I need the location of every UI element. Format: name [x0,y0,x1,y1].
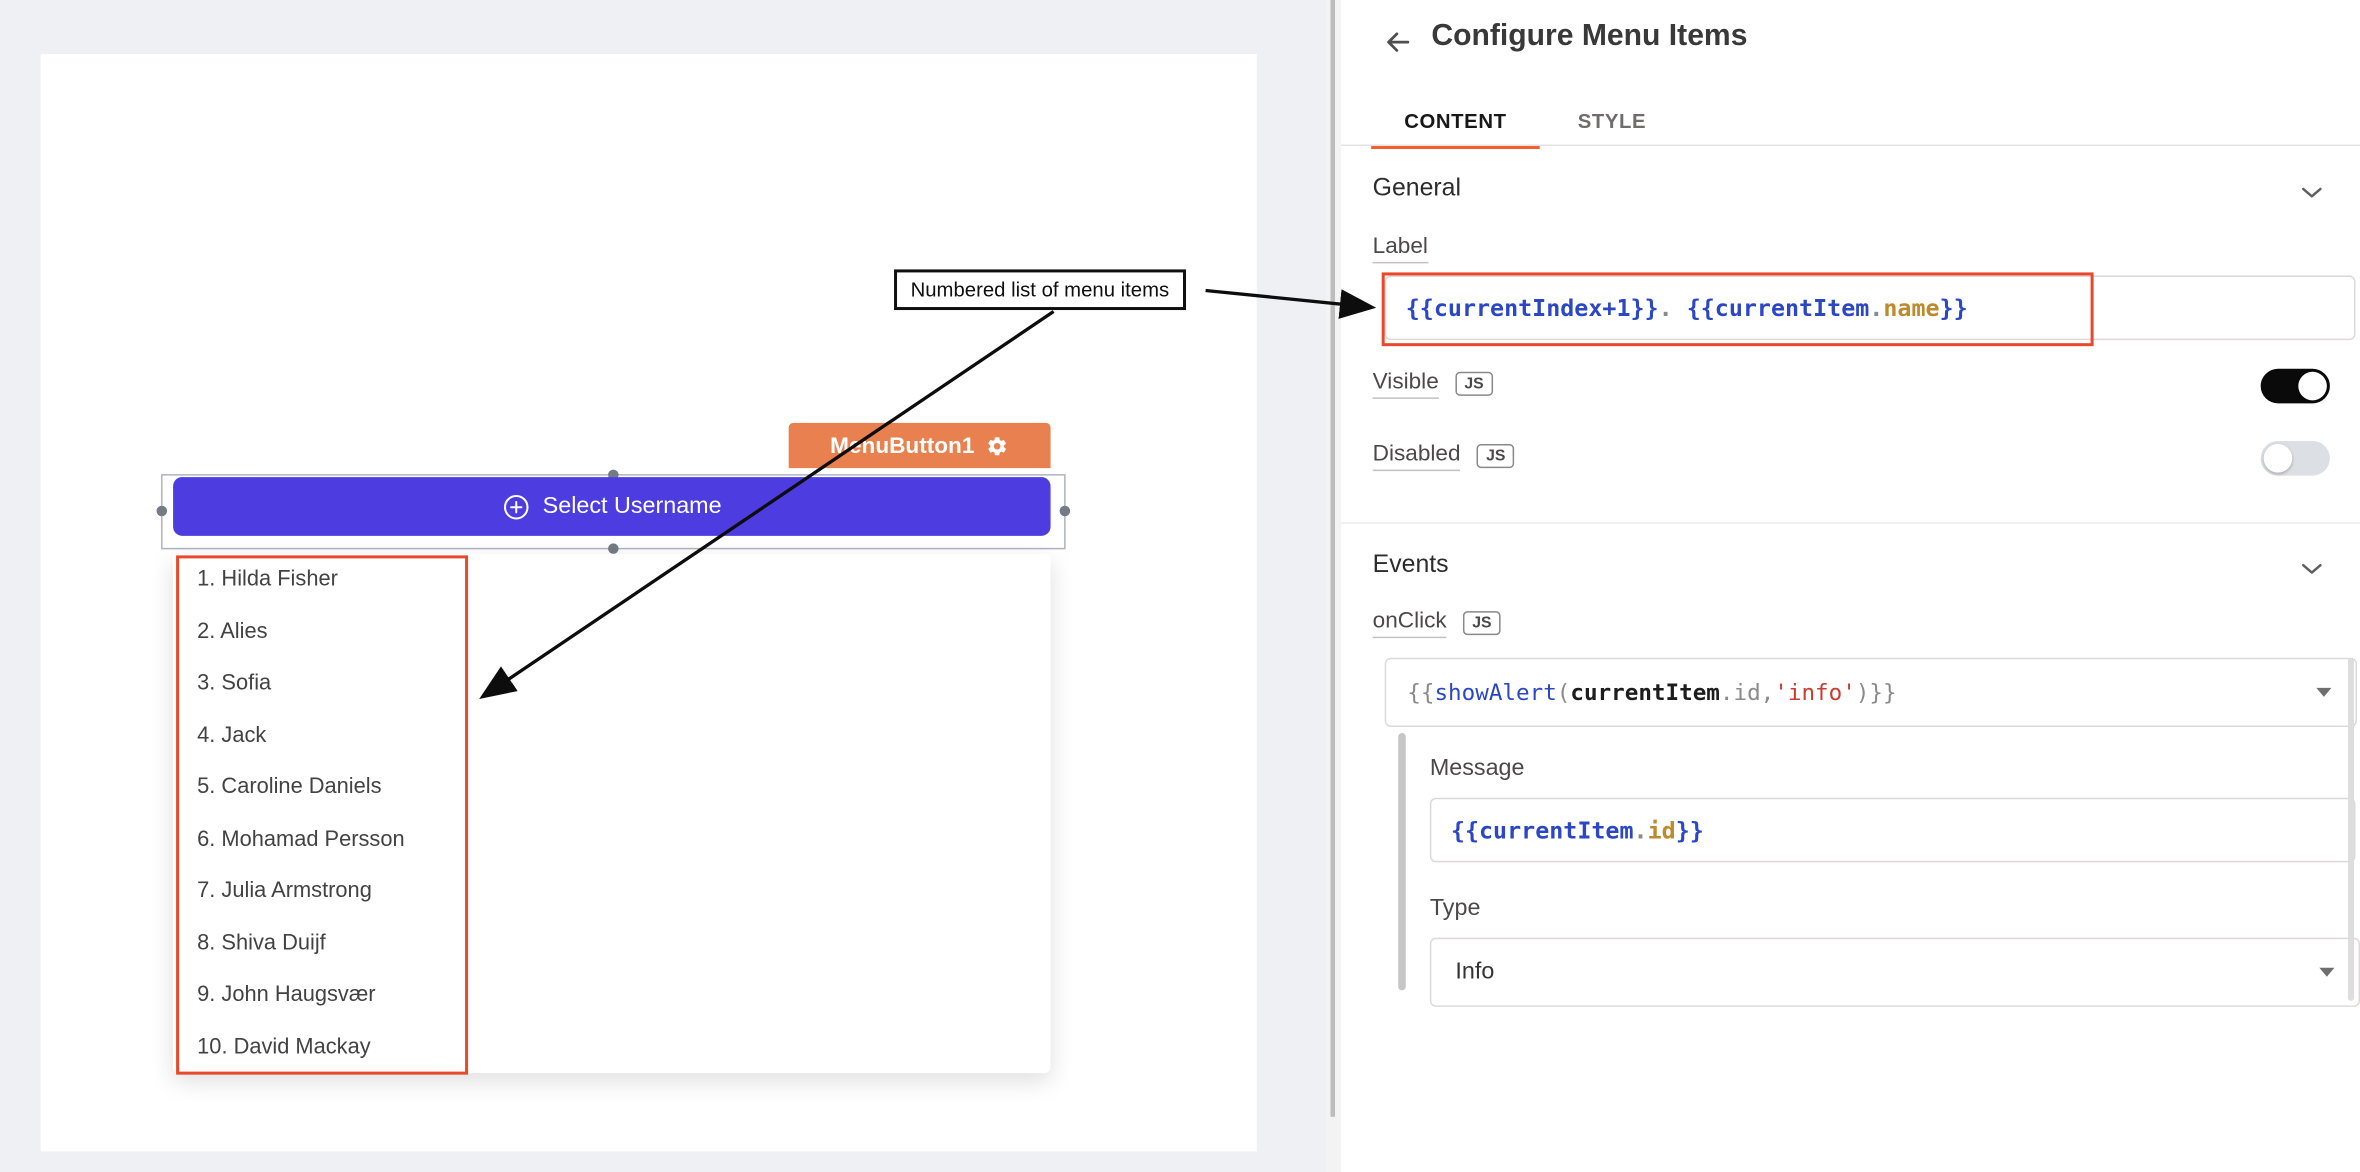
type-select[interactable]: Info [1429,937,2360,1007]
section-divider [1341,522,2360,524]
chevron-down-icon[interactable] [2298,555,2325,582]
menu-item[interactable]: 8. Shiva Duijf [197,931,326,956]
menu-item-list: 1. Hilda Fisher 2. Alies 3. Sofia 4. Jac… [173,554,1050,1073]
menu-item[interactable]: 10. David Mackay [197,1035,371,1060]
menu-item[interactable]: 5. Caroline Daniels [197,775,382,800]
onclick-code-value: {{showAlert(currentItem.id,'info')}} [1407,678,1897,706]
panel-scrollbar[interactable] [2347,657,2354,1001]
menu-item[interactable]: 9. John Haugsvær [197,983,376,1008]
menu-button[interactable]: Select Username [173,477,1051,536]
chevron-down-icon[interactable] [2298,179,2325,206]
menu-item[interactable]: 1. Hilda Fisher [197,567,338,592]
onclick-property-name: onClick [1372,608,1447,639]
message-code-value: {{currentItem.id}} [1450,816,1704,844]
back-arrow-icon[interactable] [1382,26,1415,59]
message-code-input[interactable]: {{currentItem.id}} [1429,797,2356,863]
tabs-divider [1341,144,2360,146]
tab-style[interactable]: STYLE [1561,96,1663,144]
dropdown-caret-icon [2319,967,2335,977]
canvas-area: MenuButton1 Select Username 1. Hilda Fis… [0,0,1326,1172]
property-pane: Configure Menu Items CONTENT STYLE Gener… [1341,0,2360,1172]
resize-handle-bottom[interactable] [608,543,619,554]
disabled-switch-knob [2263,444,2293,473]
menu-item[interactable]: 3. Sofia [197,671,272,696]
menu-item[interactable]: 7. Julia Armstrong [197,879,372,904]
visible-property-name: Visible [1372,369,1439,399]
message-property-name: Message [1429,755,1525,782]
section-general-heading: General [1372,174,1462,202]
resize-handle-right[interactable] [1059,505,1071,517]
visible-switch[interactable] [2260,368,2330,404]
visible-switch-knob [2298,371,2327,401]
onclick-js-toggle[interactable]: JS [1463,610,1501,636]
menu-button-label: Select Username [542,492,722,519]
menu-item[interactable]: 4. Jack [197,723,267,748]
dropdown-caret-icon [2316,687,2332,697]
pane-divider-line [1330,0,1336,1117]
label-property-name: Label [1372,233,1428,264]
onclick-action-select[interactable]: {{showAlert(currentItem.id,'info')}} [1384,657,2357,727]
gear-icon[interactable] [986,434,1009,457]
menu-item[interactable]: 6. Mohamad Persson [197,827,405,852]
section-events-heading: Events [1372,550,1449,578]
type-property-name: Type [1429,895,1481,922]
widget-name-label: MenuButton1 [830,432,975,459]
nested-options-indicator [1398,732,1406,991]
tab-content-label: CONTENT [1404,109,1507,132]
resize-handle-left[interactable] [156,505,168,517]
pane-title: Configure Menu Items [1431,19,1748,53]
plus-circle-icon [502,493,529,520]
type-select-value: Info [1455,958,1495,985]
annotation-text: Numbered list of menu items [910,278,1170,302]
disabled-property-name: Disabled [1372,441,1461,472]
annotation-note: Numbered list of menu items [894,269,1186,311]
label-code-value: {{currentIndex+1}}. {{currentItem.name}} [1405,294,1968,322]
disabled-js-toggle[interactable]: JS [1477,443,1515,469]
widget-name-badge[interactable]: MenuButton1 [788,422,1051,469]
visible-js-toggle[interactable]: JS [1455,371,1493,397]
pane-divider[interactable] [1325,0,1342,1172]
disabled-switch[interactable] [2260,440,2330,476]
tab-style-label: STYLE [1577,109,1647,132]
menu-dropdown: 1. Hilda Fisher 2. Alies 3. Sofia 4. Jac… [173,553,1051,1074]
label-code-input[interactable]: {{currentIndex+1}}. {{currentItem.name}} [1384,275,2356,341]
tab-content[interactable]: CONTENT [1371,96,1540,150]
menu-item[interactable]: 2. Alies [197,619,268,644]
